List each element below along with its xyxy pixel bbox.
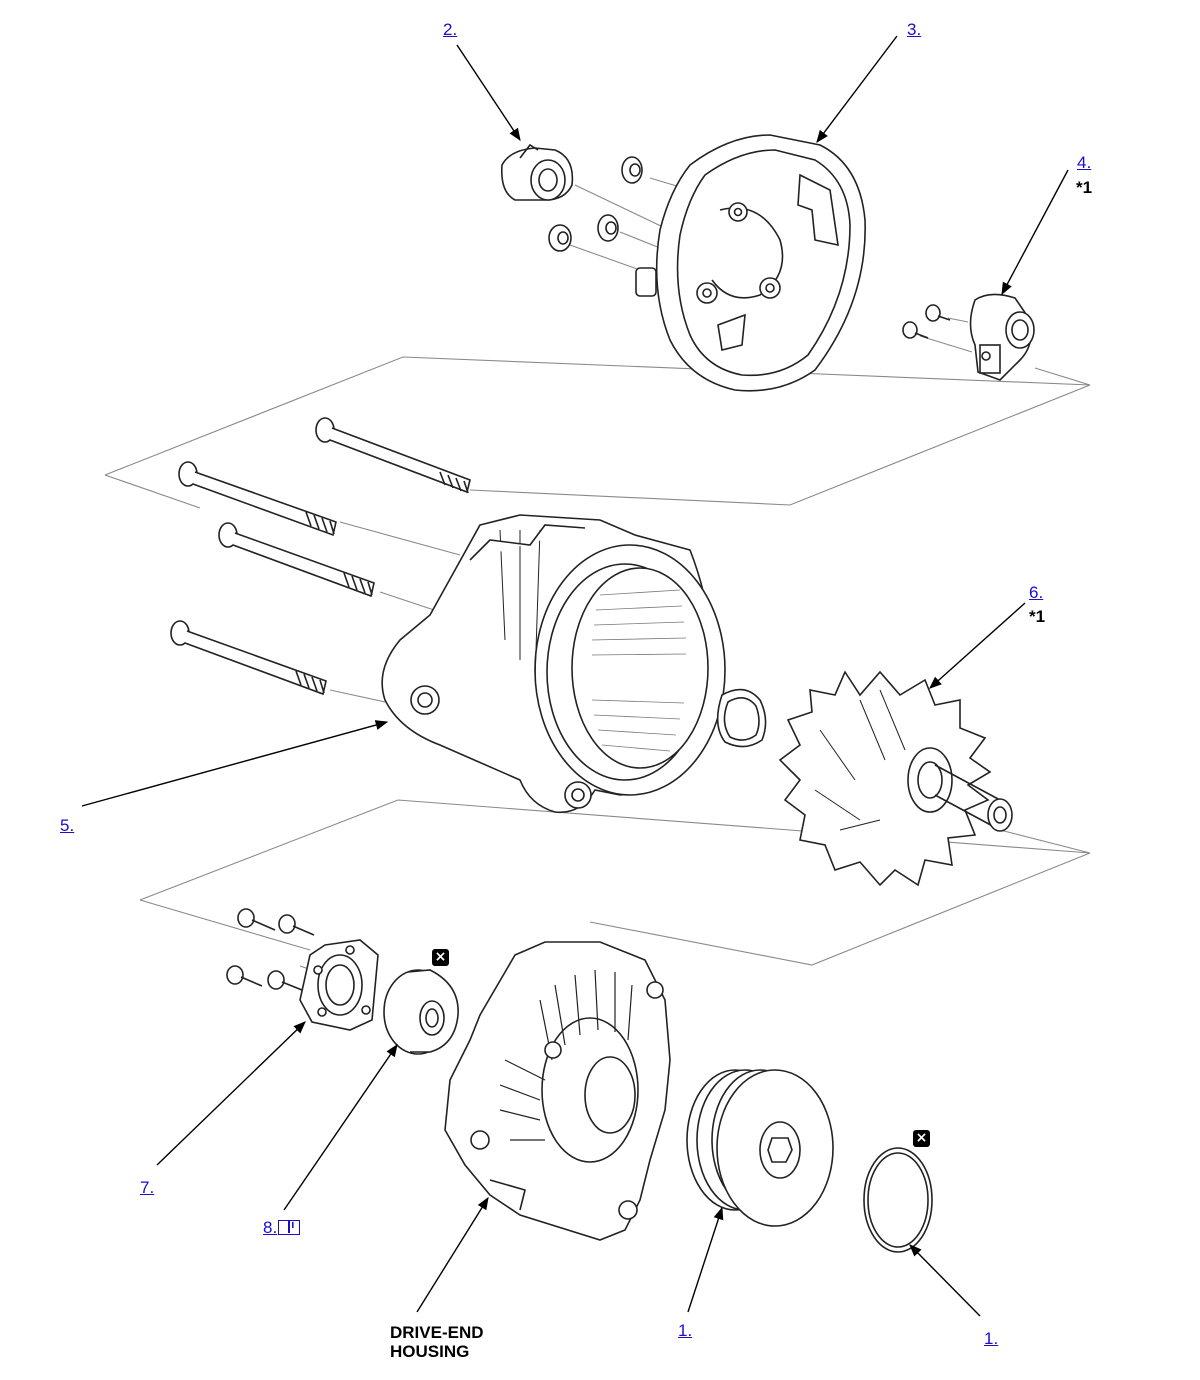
- callout-1-ring-link[interactable]: 1.: [984, 1329, 999, 1348]
- callout-2-link[interactable]: 2.: [443, 20, 458, 39]
- seal-ring-drawing: [863, 1147, 933, 1253]
- callout-7-link[interactable]: 7.: [140, 1178, 155, 1197]
- retainer-screws: [226, 908, 315, 991]
- note-4-star1: *1: [1076, 178, 1093, 197]
- wave-washer: [716, 688, 767, 748]
- book-info-icon[interactable]: i: [278, 1219, 301, 1235]
- callout-8-link[interactable]: 8.i: [263, 1218, 301, 1238]
- callout-6-link[interactable]: 6.: [1029, 583, 1044, 602]
- part-7-retainer-plate: [299, 939, 379, 1031]
- drive-end-label-line2: HOUSING: [390, 1342, 470, 1361]
- part-2-bushing: [500, 143, 574, 201]
- part-8-bearing: [383, 969, 459, 1055]
- guide-planes: [104, 177, 1091, 977]
- replace-x-icon: ×: [913, 1130, 930, 1147]
- drive-end-housing-drawing: [444, 941, 671, 1241]
- part-4-brush-holder: [902, 293, 1035, 381]
- callout-8-text: 8.: [263, 1218, 278, 1237]
- callout-3-link[interactable]: 3.: [907, 20, 922, 39]
- rear-cover-nuts: [548, 156, 657, 297]
- part-3-rear-cover: [655, 134, 866, 392]
- leader-lines: [81, 35, 1069, 1317]
- callout-5-link[interactable]: 5.: [60, 816, 75, 835]
- through-bolts: [170, 417, 471, 696]
- note-6-star1: *1: [1029, 607, 1046, 626]
- drive-end-label-line1: DRIVE-END: [390, 1323, 484, 1342]
- pulley-drawing: [686, 1069, 834, 1227]
- replace-x-icon: ×: [432, 949, 449, 966]
- callout-1-pulley-link[interactable]: 1.: [678, 1321, 693, 1340]
- part-6-rotor: [778, 670, 1013, 887]
- callout-4-link[interactable]: 4.: [1077, 153, 1092, 172]
- drive-end-housing-label: DRIVE-END HOUSING: [390, 1323, 484, 1361]
- part-5-stator-housing: [381, 514, 726, 814]
